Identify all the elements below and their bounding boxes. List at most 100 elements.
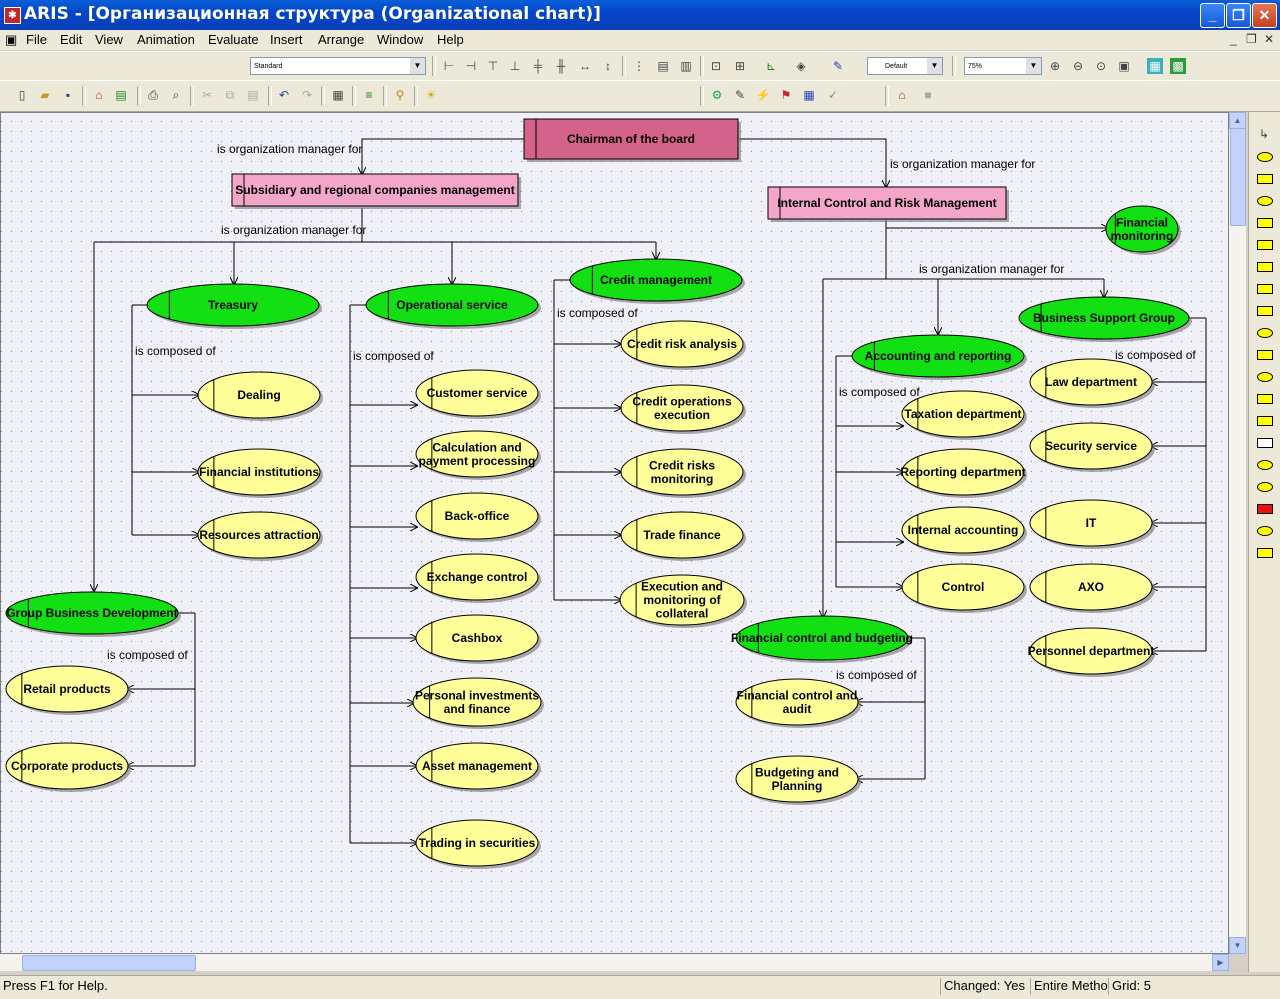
org-node-fin-control[interactable]: Financial control and budgeting — [731, 615, 913, 663]
org-node-accounting[interactable]: Accounting and reporting — [851, 334, 1027, 380]
palette-rect-red[interactable] — [1257, 504, 1273, 514]
minimize-button[interactable]: _ — [1200, 3, 1225, 28]
org-node-reporting[interactable]: Reporting department — [900, 448, 1027, 498]
scroll-down-icon[interactable]: ▼ — [1229, 937, 1246, 954]
mdi-close-button[interactable]: ✕ — [1264, 32, 1275, 46]
palette-rect-white[interactable] — [1257, 438, 1273, 448]
align-middle-icon[interactable]: ╫ — [556, 59, 566, 73]
explorer-icon[interactable]: ▤ — [115, 88, 127, 102]
document-icon[interactable]: ▣ — [5, 32, 18, 47]
overview-icon[interactable]: ▩ — [1170, 58, 1186, 74]
org-node-exchange-control[interactable]: Exchange control — [415, 553, 541, 603]
style-combo[interactable]: Default ▼ — [867, 57, 943, 75]
new-document-icon[interactable]: ▯ — [18, 88, 26, 102]
simulation-icon[interactable]: ⚙ — [711, 88, 723, 102]
space-horizontal-icon[interactable]: ↔ — [579, 59, 591, 73]
palette-ellipse-yellow[interactable] — [1257, 196, 1273, 206]
navigator-icon[interactable]: ▦ — [1147, 58, 1163, 74]
menu-file[interactable]: File — [26, 32, 47, 47]
line-color-icon[interactable]: ✎ — [832, 59, 844, 73]
home-icon[interactable]: ⌂ — [95, 88, 103, 102]
org-node-axo[interactable]: AXO — [1029, 563, 1155, 613]
undo-icon[interactable]: ↶ — [278, 88, 290, 102]
palette-ellipse-yellow[interactable] — [1257, 482, 1273, 492]
palette-rect-yellow[interactable] — [1257, 306, 1273, 316]
stop-icon[interactable]: ■ — [924, 88, 932, 102]
palette-rect-yellow[interactable] — [1257, 262, 1273, 272]
org-node-it[interactable]: IT — [1029, 499, 1155, 549]
lightbulb-icon[interactable]: ☀ — [425, 88, 437, 102]
vertical-scroll-thumb[interactable] — [1230, 128, 1246, 226]
zoom-area-icon[interactable]: ⊙ — [1095, 59, 1107, 73]
fit-page-icon[interactable]: ▣ — [1118, 59, 1130, 73]
org-node-cashbox[interactable]: Cashbox — [415, 614, 541, 664]
org-node-credit-mgmt[interactable]: Credit management — [569, 258, 745, 304]
mdi-minimize-button[interactable]: _ — [1230, 32, 1237, 46]
palette-rect-yellow[interactable] — [1257, 218, 1273, 228]
org-node-control[interactable]: Control — [901, 563, 1027, 613]
mdi-restore-button[interactable]: ❐ — [1246, 32, 1257, 46]
open-folder-icon[interactable]: ▰ — [40, 88, 50, 102]
org-node-trade-finance[interactable]: Trade finance — [620, 511, 746, 561]
align-left-icon[interactable]: ⊢ — [443, 59, 455, 73]
fill-color-icon[interactable]: ◈ — [796, 59, 806, 73]
palette-rect-yellow[interactable] — [1257, 240, 1273, 250]
space-vertical-icon[interactable]: ↕ — [605, 59, 611, 73]
analysis-icon[interactable]: ✓ — [827, 88, 839, 102]
maximize-button[interactable]: ❐ — [1226, 3, 1251, 28]
zoom-combo[interactable]: 75% ▼ — [964, 57, 1042, 75]
horizontal-scrollbar[interactable]: ▶ — [0, 954, 1229, 971]
org-node-dealing[interactable]: Dealing — [197, 371, 323, 421]
palette-rect-yellow[interactable] — [1257, 350, 1273, 360]
horizontal-scroll-thumb[interactable] — [22, 955, 196, 971]
org-node-internal-acc[interactable]: Internal accounting — [901, 506, 1027, 556]
scroll-up-icon[interactable]: ▲ — [1229, 112, 1246, 129]
palette-ellipse-yellow[interactable] — [1257, 460, 1273, 470]
align-bottom-icon[interactable]: ⊥ — [509, 59, 521, 73]
chevron-down-icon[interactable]: ▼ — [927, 58, 942, 74]
org-node-group-bd[interactable]: Group Business Development — [5, 591, 181, 637]
save-icon[interactable]: ▪ — [65, 88, 71, 102]
palette-rect-yellow[interactable] — [1257, 416, 1273, 426]
scroll-right-icon[interactable]: ▶ — [1212, 954, 1229, 971]
model-canvas[interactable]: is organization manager for is organizat… — [0, 112, 1229, 954]
palette-ellipse-yellow[interactable] — [1257, 526, 1273, 536]
paste-icon[interactable]: ▤ — [247, 88, 259, 102]
send-back-icon[interactable]: ▥ — [680, 59, 692, 73]
org-node-personnel[interactable]: Personnel department — [1028, 627, 1155, 677]
web-export-icon[interactable]: ⌂ — [898, 88, 906, 102]
palette-rect-yellow[interactable] — [1257, 548, 1273, 558]
palette-rect-yellow[interactable] — [1257, 284, 1273, 294]
menu-arrange[interactable]: Arrange — [318, 32, 365, 47]
redo-icon[interactable]: ↷ — [301, 88, 313, 102]
properties-icon[interactable]: ▦ — [332, 88, 344, 102]
find-icon[interactable]: ⚲ — [395, 88, 405, 102]
menu-edit[interactable]: Edit — [60, 32, 83, 47]
group-icon[interactable]: ⊡ — [710, 59, 722, 73]
align-top-icon[interactable]: ⊤ — [487, 59, 499, 73]
org-node-law[interactable]: Law department — [1029, 358, 1155, 408]
align-center-icon[interactable]: ╪ — [533, 59, 543, 73]
copy-icon[interactable]: ⧉ — [225, 88, 235, 102]
table-icon[interactable]: ▦ — [803, 88, 815, 102]
org-node-retail[interactable]: Retail products — [5, 665, 131, 715]
grid-icon[interactable]: ⋮ — [633, 59, 645, 73]
chevron-down-icon[interactable]: ▼ — [410, 58, 425, 74]
menu-animation[interactable]: Animation — [137, 32, 195, 47]
org-node-back-office[interactable]: Back-office — [415, 492, 541, 542]
align-right-icon[interactable]: ⊣ — [465, 59, 477, 73]
zoom-in-icon[interactable]: ⊕ — [1049, 59, 1061, 73]
org-node-resources[interactable]: Resources attraction — [197, 511, 323, 561]
org-node-security[interactable]: Security service — [1029, 422, 1155, 472]
app-icon[interactable]: ✱ — [4, 7, 21, 24]
bring-front-icon[interactable]: ▤ — [657, 59, 669, 73]
font-combo[interactable]: Standard ▼ — [250, 57, 426, 75]
palette-rect-yellow[interactable] — [1257, 394, 1273, 404]
org-node-internal-control[interactable]: Internal Control and Risk Management — [767, 186, 1009, 222]
palette-rect-yellow[interactable] — [1257, 174, 1273, 184]
